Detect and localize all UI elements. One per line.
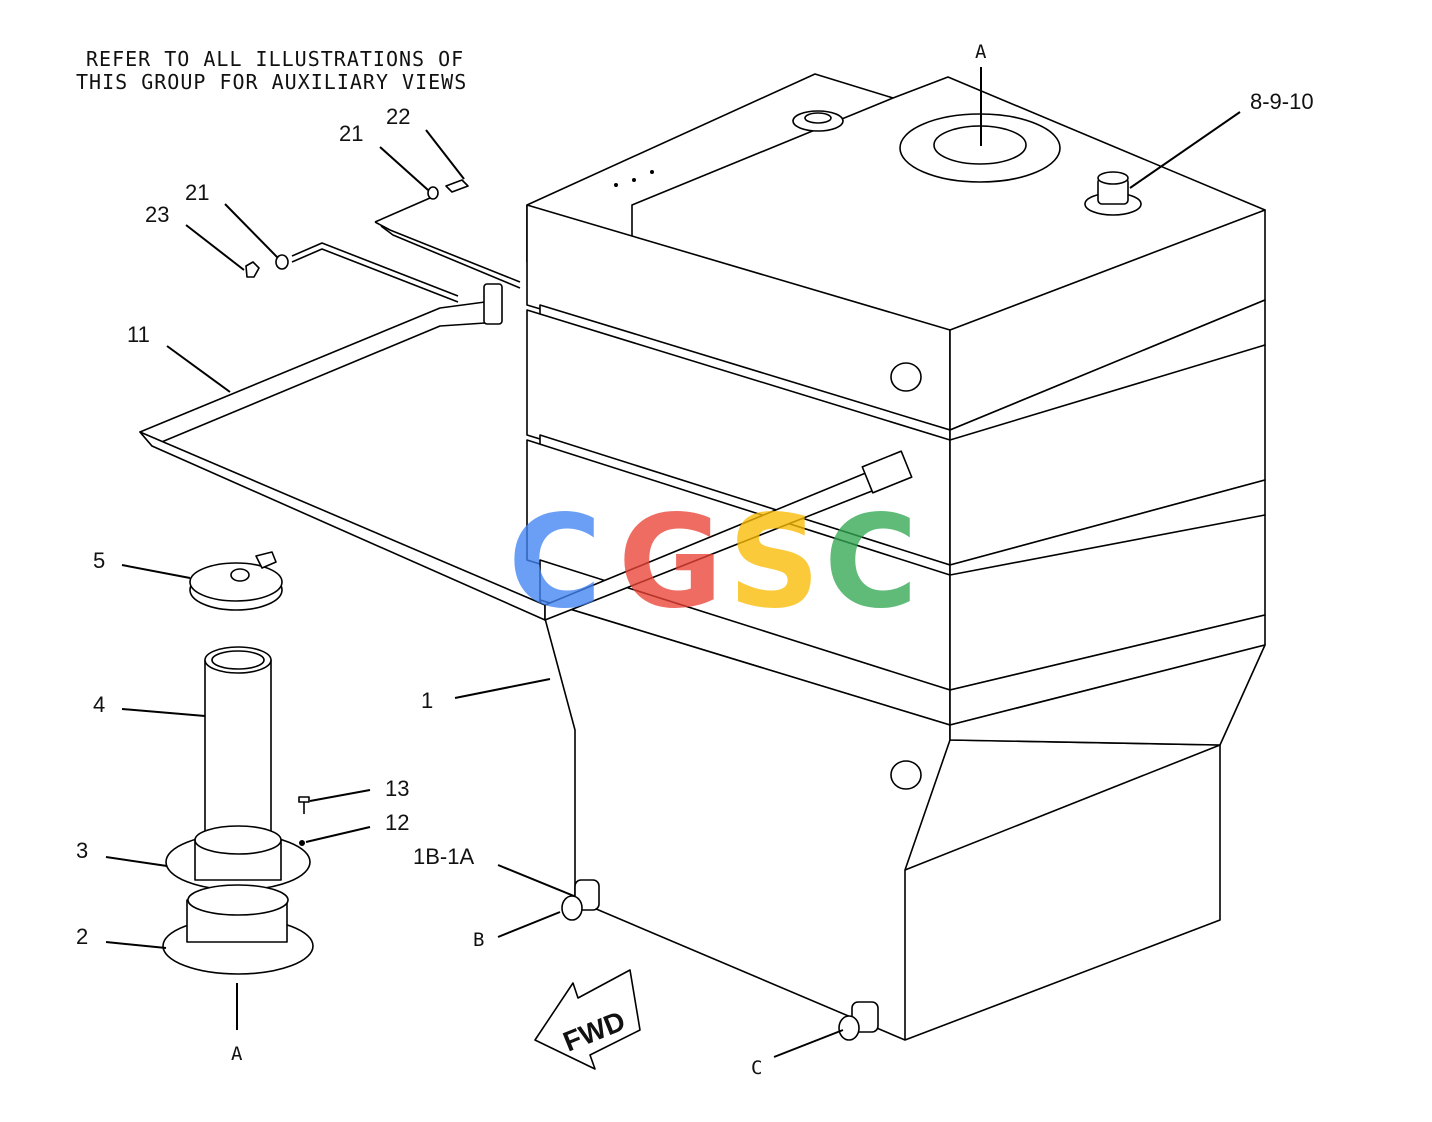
leader-lines	[105, 67, 1241, 1058]
view-ref-a-top: A	[975, 41, 987, 63]
watermark-letter-4: C	[824, 488, 918, 637]
filler-neck	[162, 646, 314, 975]
watermark: C G S C	[508, 488, 918, 637]
callout-13: 13	[385, 776, 409, 801]
callout-3: 3	[76, 838, 88, 863]
callout-1b-1a: 1B-1A	[413, 844, 474, 869]
filler-cap	[189, 551, 283, 611]
callout-22: 22	[386, 104, 410, 129]
note-line-2: THIS GROUP FOR AUXILIARY VIEWS	[76, 70, 467, 94]
callout-4: 4	[93, 692, 105, 717]
callout-5: 5	[93, 548, 105, 573]
tie-rods	[291, 197, 521, 303]
mounting-strap	[139, 283, 913, 621]
watermark-letter-2: G	[618, 488, 723, 637]
note-line-1: REFER TO ALL ILLUSTRATIONS OF	[86, 47, 464, 71]
callout-1: 1	[421, 688, 433, 713]
fwd-arrow: FWD	[534, 969, 641, 1070]
watermark-letter-3: S	[728, 488, 820, 637]
view-ref-c: C	[751, 1057, 762, 1079]
hardware	[245, 179, 469, 278]
drain-fitting-c	[838, 1001, 879, 1041]
callout-11: 11	[127, 322, 150, 347]
drain-fitting-b	[561, 879, 600, 921]
view-ref-b: B	[473, 929, 484, 951]
view-ref-a-bottom: A	[231, 1043, 243, 1065]
watermark-letter-1: C	[508, 488, 602, 637]
callout-12: 12	[385, 810, 409, 835]
callout-2: 2	[76, 924, 88, 949]
callout-23: 23	[145, 202, 169, 227]
callout-8-9-10: 8-9-10	[1250, 89, 1314, 114]
callout-21-lower: 21	[185, 180, 209, 205]
callout-21-upper: 21	[339, 121, 363, 146]
